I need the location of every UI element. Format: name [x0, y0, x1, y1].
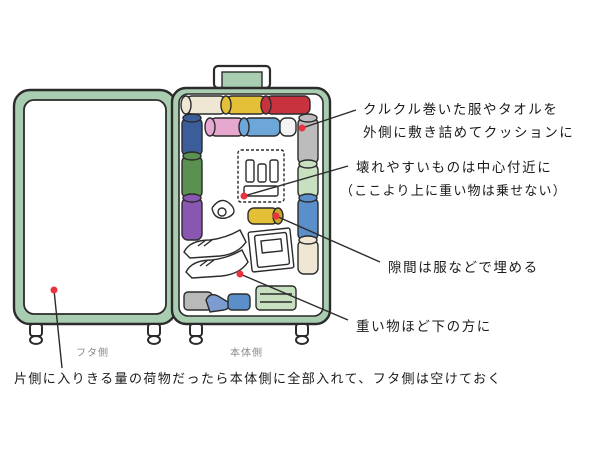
wheels: [29, 323, 309, 345]
annotation-fragile-line2: （ここより上に重い物は乗せない）: [340, 184, 567, 199]
annotation-fragile-line1: 壊れやすいものは中心付近に: [356, 160, 553, 176]
rolled-clothes-second-row: [204, 117, 297, 137]
annotation-gaps: 隙間は服などで埋める: [388, 260, 539, 276]
annotation-heavy: 重い物ほど下の方に: [356, 319, 492, 335]
rolled-clothes-top-row: [180, 95, 311, 115]
annotation-rolled-line1: クルクル巻いた服やタオルを: [363, 102, 559, 118]
rolled-clothes-left-column: [181, 113, 203, 241]
label-lid-side: フタ側: [76, 348, 109, 359]
rolled-clothes-right-column: [297, 113, 319, 275]
shoes: [183, 229, 249, 279]
leader-lines: [53, 109, 381, 369]
bottom-bundles: [183, 285, 297, 313]
lid-interior: [23, 99, 167, 315]
footer-note: 片側に入りきる量の荷物だったら本体側に全部入れて、フタ側は空けておく: [14, 372, 502, 387]
label-body-side: 本体側: [230, 348, 263, 359]
red-markers: [50, 124, 306, 294]
annotation-rolled-line2: 外側に敷き詰めてクッションに: [363, 125, 575, 141]
books-stack: [247, 227, 295, 273]
cable-item: [211, 199, 235, 219]
